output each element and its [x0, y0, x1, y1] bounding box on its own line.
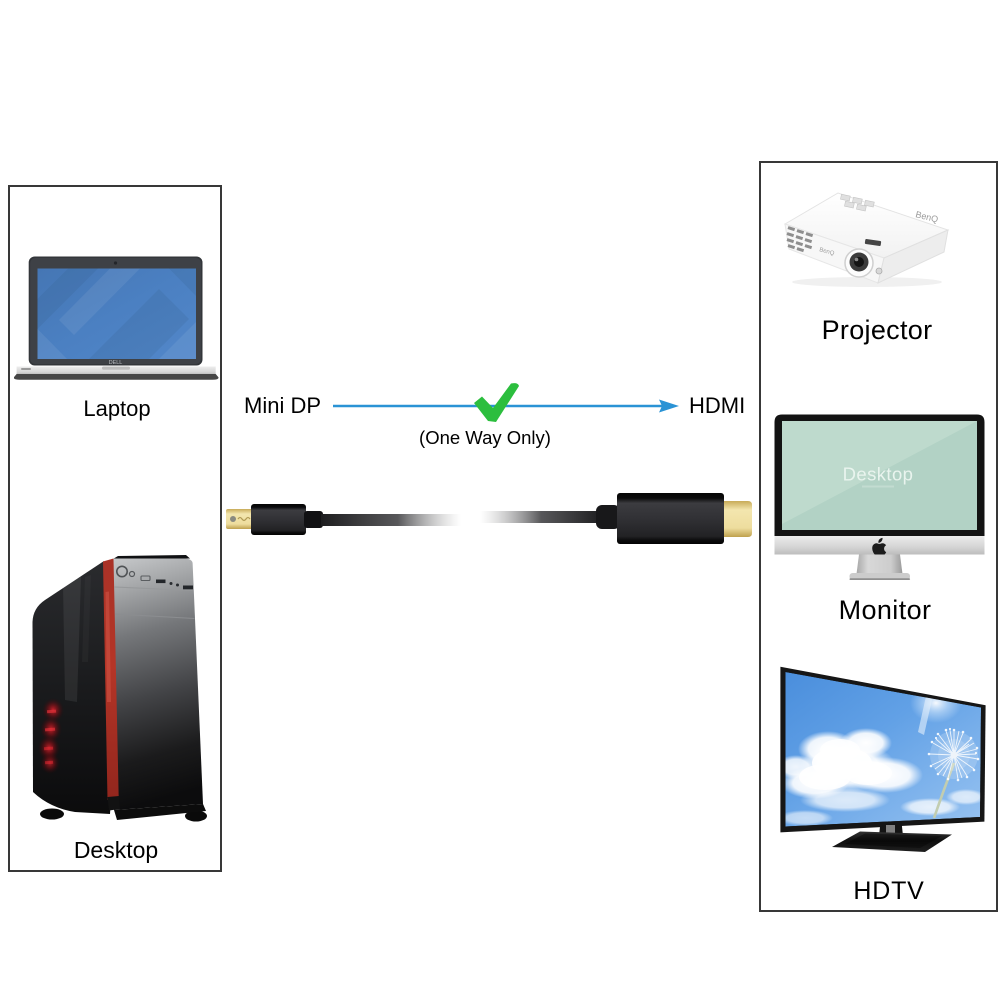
svg-text:Desktop: Desktop	[843, 464, 914, 485]
svg-text:DELL: DELL	[109, 360, 123, 366]
svg-text:BenQ: BenQ	[818, 247, 835, 257]
